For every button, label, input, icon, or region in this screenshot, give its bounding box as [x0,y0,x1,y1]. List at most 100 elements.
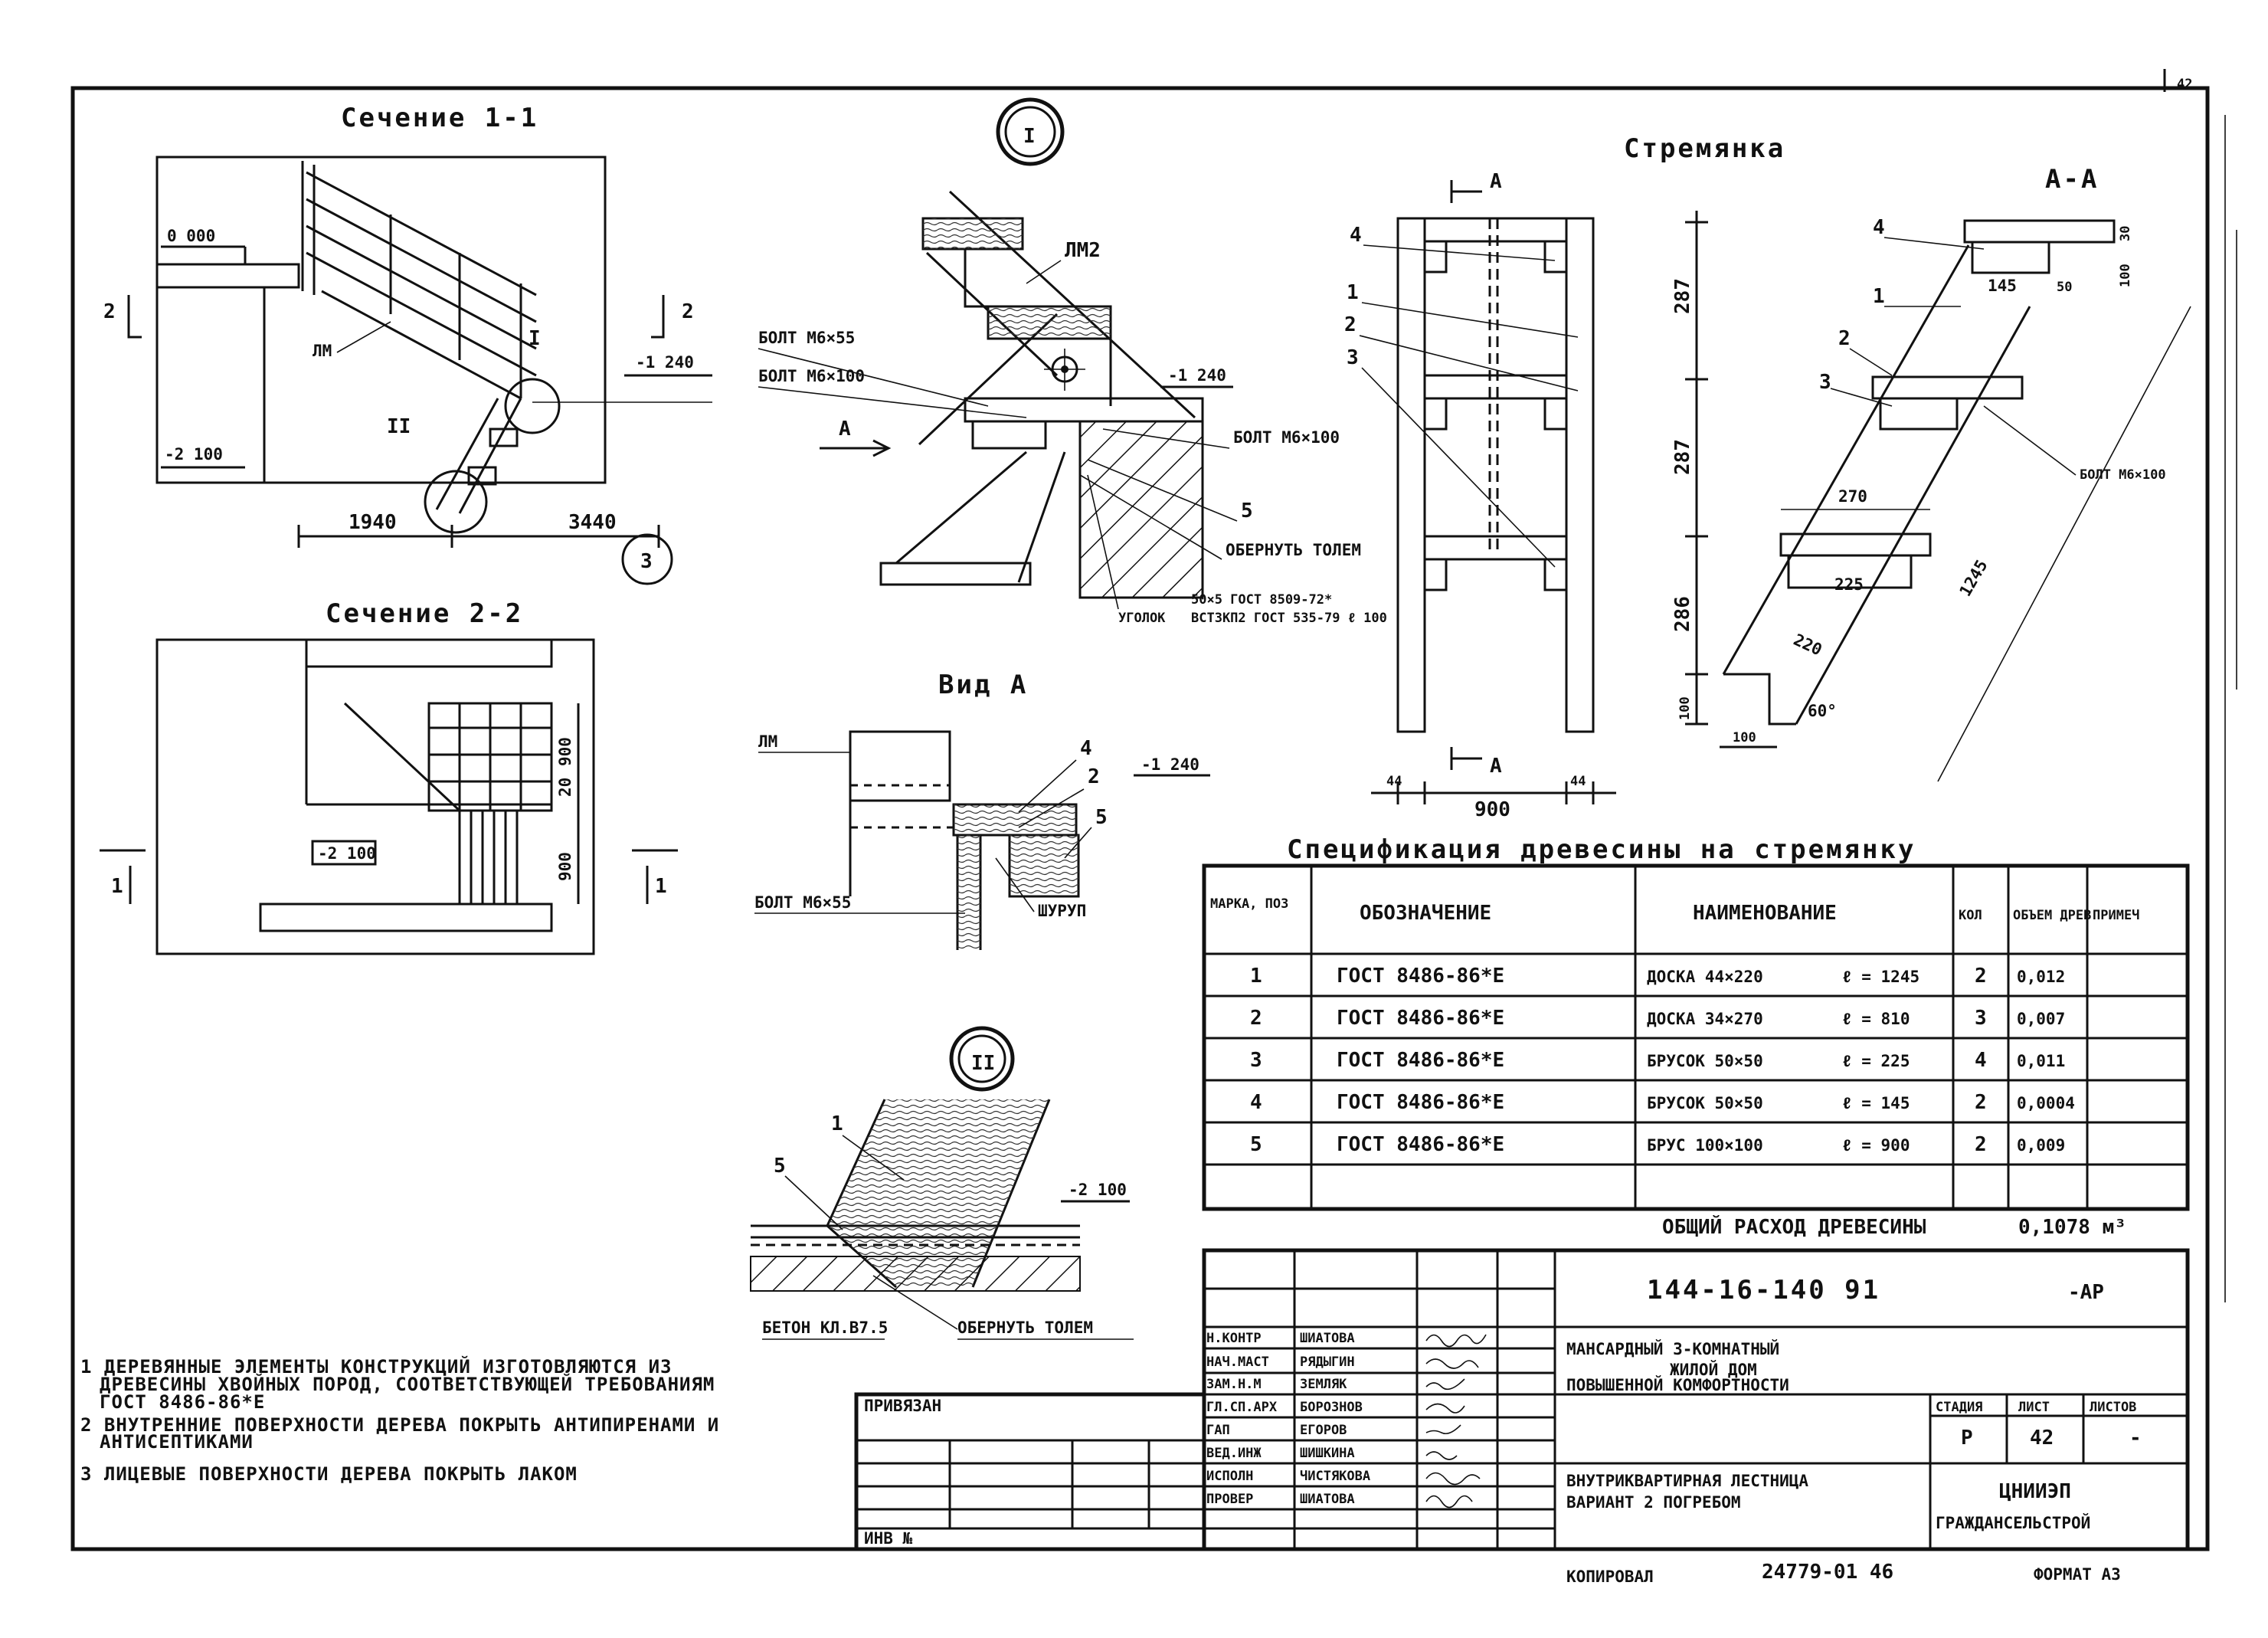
aa-bolt-leader [1983,405,2077,476]
label-lm-leader [336,321,391,353]
callout-2-label: II [387,415,411,438]
callout-1-label: I [529,327,541,350]
bolt-2-leader [758,386,1027,418]
section-2-2: Сечение 2-2 -2 100 900 20 900 1 [100,598,678,955]
view-a-pos-2-leader [1018,788,1085,828]
lower-flight [435,398,522,514]
staff-name-1: ШИАТОВА [1300,1331,1355,1346]
plan-stair [343,702,553,906]
aa-dim-50: 50 [2057,280,2072,295]
level-down: -2 100 [165,445,223,464]
aa-dim-100: 100 [2118,264,2133,287]
bolt-label-2: БОЛТ М6×100 [758,367,865,385]
detail-1-callout: I [1023,125,1036,148]
stair-railing [301,161,537,400]
label-lm: ЛМ [313,342,332,360]
spec-cell-gost: ГОСТ 8486-86*Е [1337,1007,1504,1030]
aa-vdim-286: 286 [1671,596,1694,632]
detail-2-wrap-leader [872,1275,958,1330]
spec-cell-pos: 1 [1250,965,1262,988]
detail-2-level: -2 100 [1069,1181,1127,1199]
ladder-arrow-a-bottom: А [1490,755,1502,778]
aa-pos-3-leader [1830,388,1893,407]
format-label: ФОРМАТ А3 [2034,1565,2121,1584]
spec-cell-gost: ГОСТ 8486-86*Е [1337,1091,1504,1114]
dim-right: 3440 [568,511,617,534]
detail-1-wrap: ОБЕРНУТЬ ТОЛЕМ [1226,541,1361,559]
detail-2-pos-5: 5 [774,1155,786,1178]
detail-1-circle [996,97,1065,166]
staff-role-2: НАЧ.МАСТ [1206,1355,1269,1370]
notes: 1 ДЕРЕВЯННЫЕ ЭЛЕМЕНТЫ КОНСТРУКЦИЙ ИЗГОТО… [80,1355,719,1485]
ladder-pos-1: 1 [1347,281,1359,304]
detail-2-ground [750,1256,1081,1292]
detail-1-pos-5: 5 [1241,500,1253,523]
view-a-woodfill-3 [957,835,980,950]
vdim-900a: 900 [556,737,574,766]
section-aa-title: А-А [2045,164,2099,195]
detail-2-wrap: ОБЕРНУТЬ ТОЛЕМ [957,1319,1093,1337]
spec-cell-vol: 0,012 [2017,968,2065,986]
staff-role-1: Н.КОНТР [1206,1331,1262,1346]
spec-cell-qty: 3 [1975,1007,1987,1030]
spec-h-designation: ОБОЗНАЧЕНИЕ [1360,902,1491,925]
aa-pos-1: 1 [1873,285,1885,308]
staff-role-5: ГАП [1206,1423,1230,1438]
detail-2-circle-inner [957,1034,1006,1083]
ladder-dim-width: 900 [1474,798,1510,821]
staff-name-2: РЯДЫГИН [1300,1355,1355,1370]
spec-cell-pos: 3 [1250,1049,1262,1072]
detail-2-concrete: БЕТОН КЛ.В7.5 [762,1319,888,1337]
detail-1: I ЛМ2 БОЛТ М6×55 БОЛТ М6×100 [758,97,1387,626]
section-2-2-frame [155,638,595,955]
detail-2-wood [827,1099,1049,1287]
spec-cell-len: ℓ = 145 [1842,1094,1910,1112]
note-line-4: 2 ВНУТРЕННИЕ ПОВЕРХНОСТИ ДЕРЕВА ПОКРЫТЬ … [80,1414,719,1436]
staff-name-3: ЗЕМЛЯК [1300,1377,1347,1392]
view-a-bolt: БОЛТ М6×55 [754,893,851,912]
spec-cell-gost: ГОСТ 8486-86*Е [1337,965,1504,988]
spec-cell-pos: 4 [1250,1091,1262,1114]
aa-bolt: БОЛТ М6×100 [2080,467,2166,483]
ladder-pos-1-leader [1361,302,1579,338]
plan-lower-wall [259,903,553,932]
ladder-dim-44-right: 44 [1570,774,1586,789]
view-a-screw: ШУРУП [1038,902,1086,920]
lists-header: ЛИСТОВ [2090,1400,2136,1415]
view-a-pos-2: 2 [1088,765,1100,788]
note-line-6: 3 ЛИЦЕВЫЕ ПОВЕРХНОСТИ ДЕРЕВА ПОКРЫТЬ ЛАК… [80,1463,578,1485]
aa-dim-bottom: 100 [1733,730,1756,745]
view-a-screw-leader [995,857,1035,912]
detail-2-pos-1-leader [842,1135,905,1181]
spec-cell-vol: 0,011 [2017,1052,2065,1070]
stamp-grid [1204,1250,2188,1549]
spec-cell-len: ℓ = 225 [1842,1052,1910,1070]
detail-1-circle-inner [1004,106,1056,158]
spec-cell-name: ДОСКА 44×220 [1647,968,1763,986]
staff-role-4: ГЛ.СП.АРХ [1206,1400,1278,1415]
aa-dim-270: 270 [1838,487,1867,506]
detail-2: II 1 5 -2 100 БЕТОН КЛ.В7.5 ОБЕРНУТЬ ТОЛ… [750,1026,1134,1340]
project-line-3: ПОВЫШЕННОЙ КОМФОРТНОСТИ [1566,1375,1789,1394]
copy-number: 24779-01 46 [1762,1561,1893,1584]
level-0: 0 000 [167,227,215,245]
ladder-pos-2-leader [1359,335,1579,391]
cut-1-left [100,849,146,904]
ladder-pos-2: 2 [1344,313,1357,336]
aa-vdim-287b: 287 [1671,439,1694,475]
privyazan-frame [854,1392,1206,1551]
level-box [311,840,377,866]
view-a-pos-4-leader [1018,759,1077,813]
ladder-cut-top [1450,180,1482,203]
wrap-leader [1079,474,1222,560]
privyazan-label: ПРИВЯЗАН [864,1397,941,1415]
staff-name-7: ЧИСТЯКОВА [1300,1469,1370,1484]
spec-h-mark: МАРКА, ПОЗ [1210,896,1288,912]
signatures [1425,1334,1487,1509]
note-line-3: ГОСТ 8486-86*Е [100,1391,265,1413]
staff-name-6: ШИШКИНА [1300,1446,1355,1461]
privyazan-grid [856,1439,1204,1530]
section-2-2-title: Сечение 2-2 [326,598,523,629]
cut-arrow-right [651,295,665,339]
